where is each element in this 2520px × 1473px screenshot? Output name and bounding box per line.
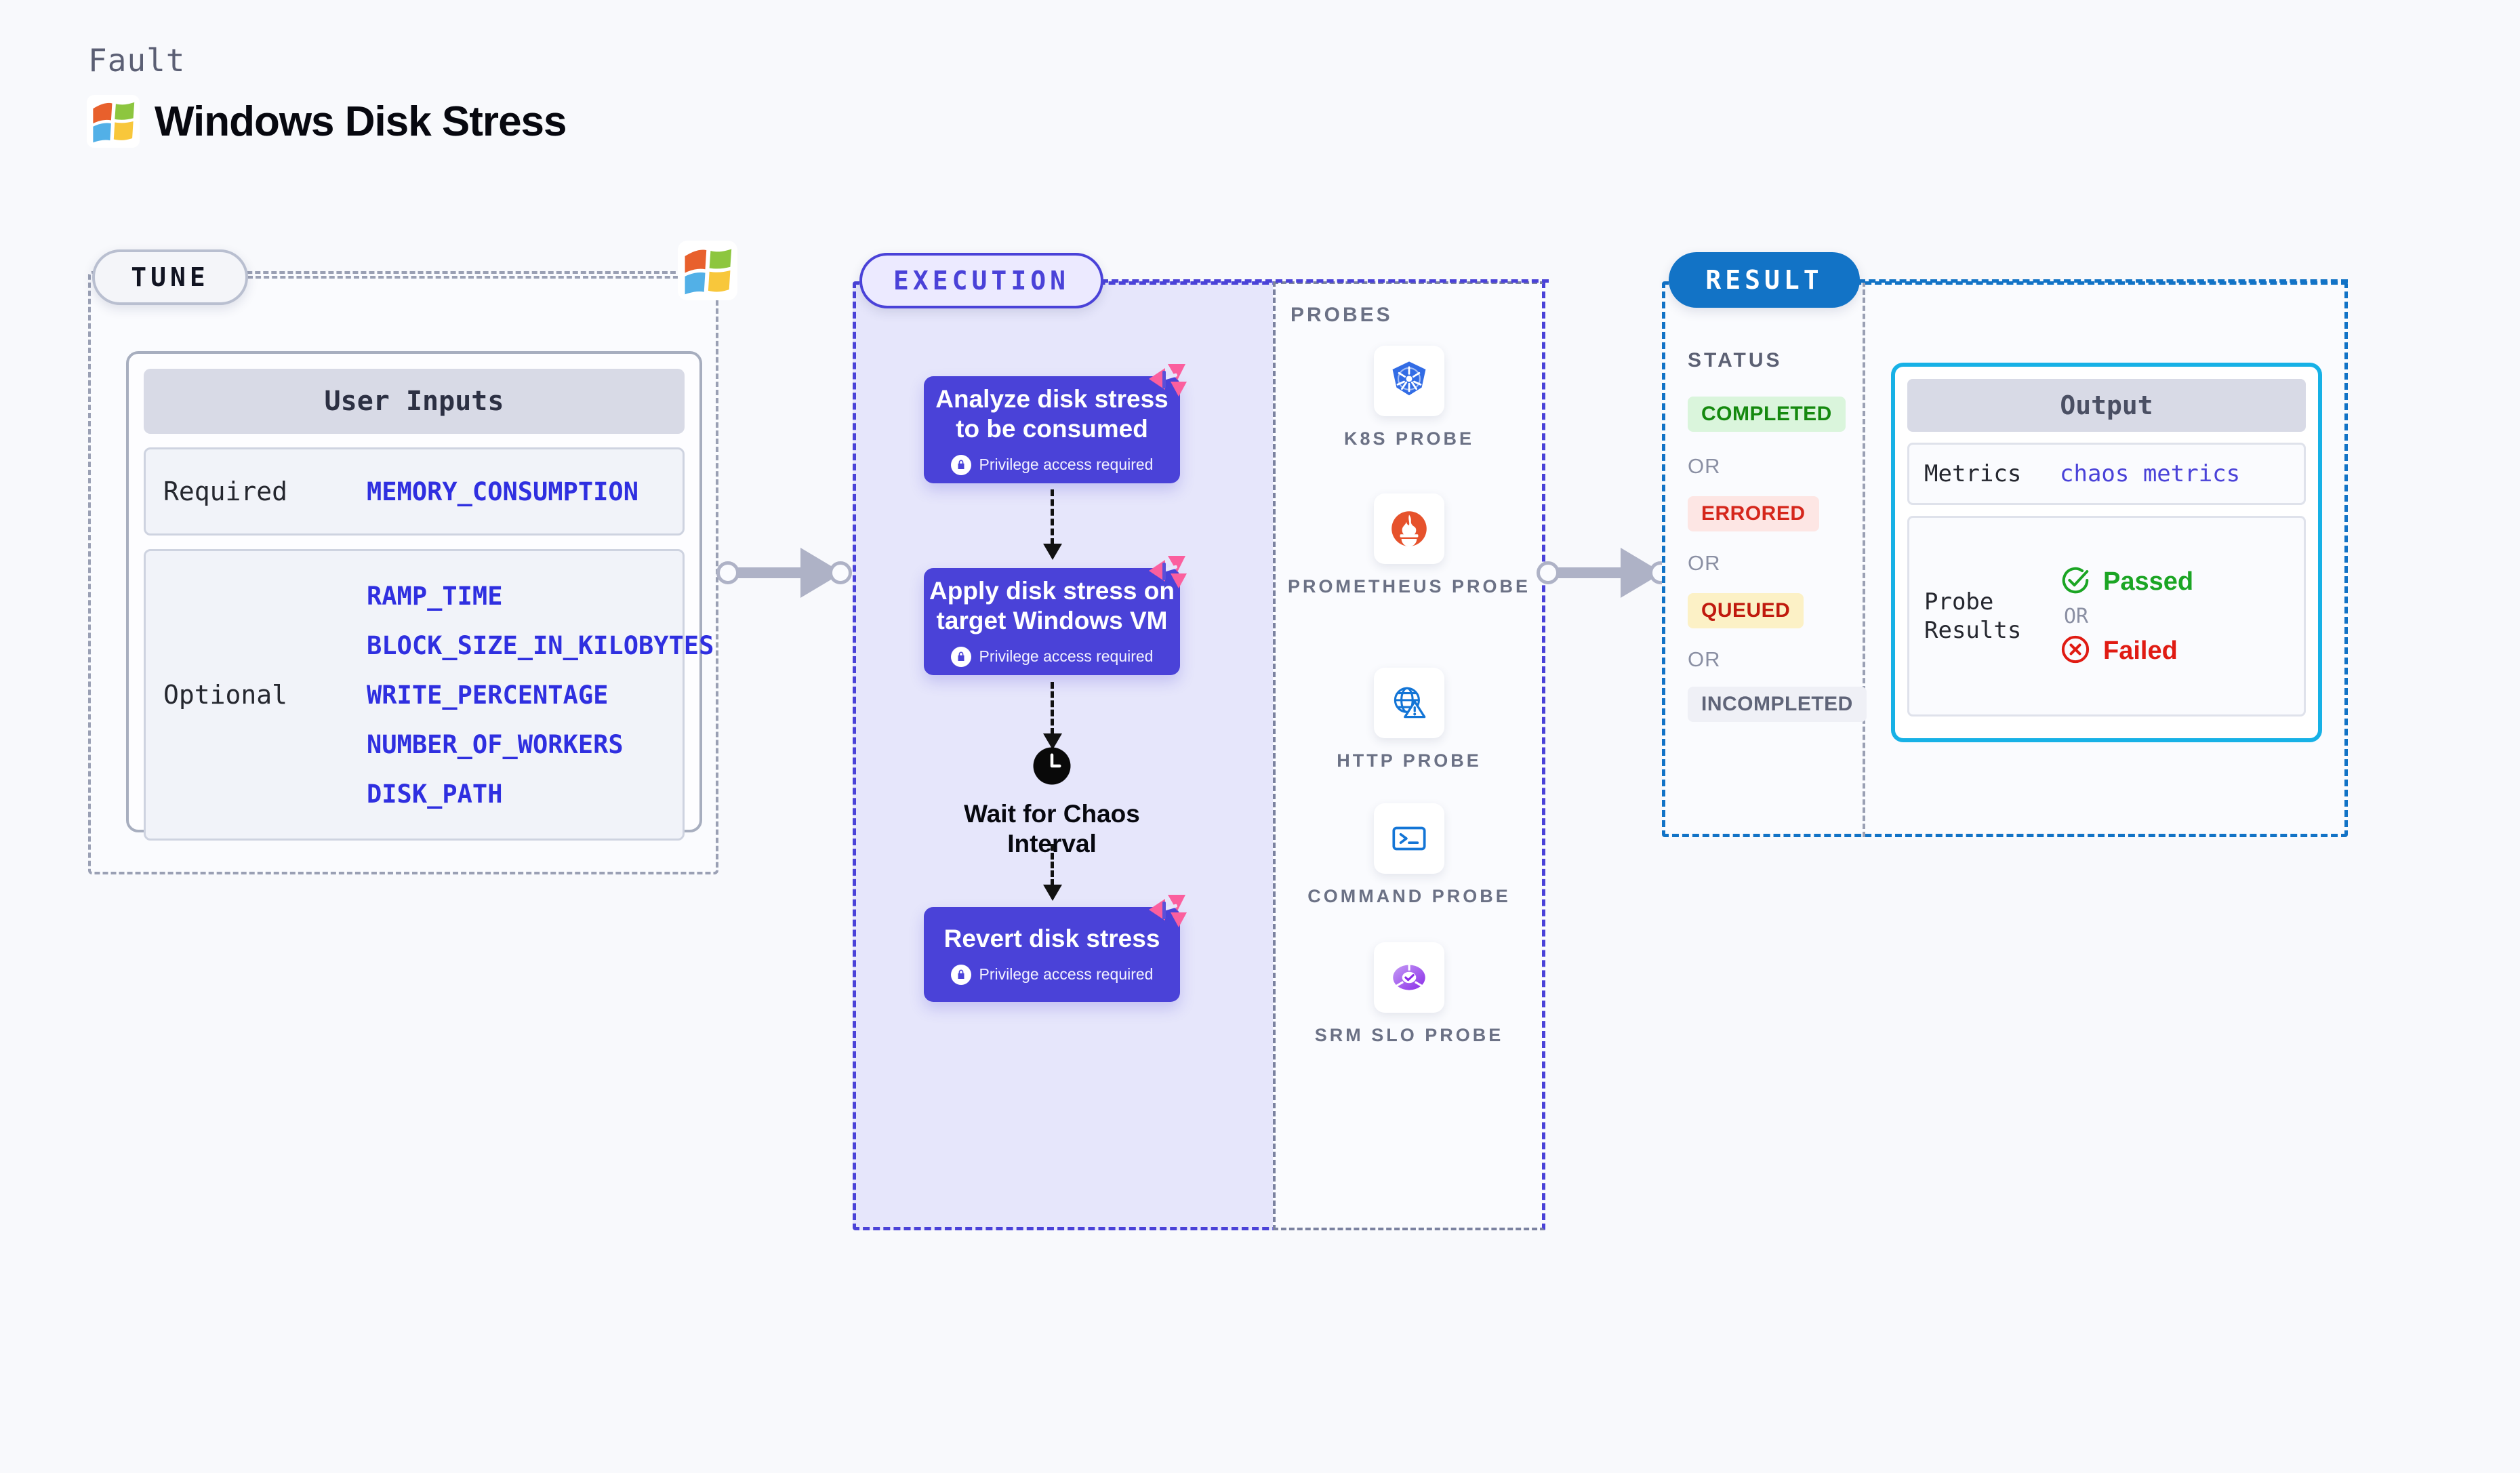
input-param: WRITE_PERCENTAGE [367, 680, 609, 710]
input-param: NUMBER_OF_WORKERS [367, 729, 624, 759]
litmus-chaos-icon [1149, 895, 1187, 927]
tune-connector-line [247, 276, 695, 279]
failed-label: Failed [2103, 636, 2178, 665]
input-param: DISK_PATH [367, 779, 503, 809]
probe-results-label: Probe Results [1924, 588, 2022, 645]
litmus-chaos-icon [1149, 556, 1187, 588]
step-title: Apply disk stress on target Windows VM [929, 577, 1175, 634]
globe-warning-icon [1374, 668, 1444, 738]
windows-logo-icon [87, 95, 140, 148]
output-metrics-row: Metrics chaos metrics [1907, 443, 2306, 505]
x-circle-icon [2060, 634, 2091, 668]
page-title: Windows Disk Stress [155, 98, 567, 145]
privilege-note: Privilege access required [950, 646, 1154, 667]
probe-result-or: OR [2064, 604, 2089, 628]
connector-execution-to-result [1537, 548, 1672, 605]
result-column-divider [1863, 281, 1865, 837]
prometheus-icon [1374, 493, 1444, 564]
user-inputs-title: User Inputs [144, 369, 685, 434]
lock-icon [950, 964, 971, 985]
required-inputs-row: Required MEMORY_CONSUMPTION [144, 447, 685, 536]
privilege-text: Privilege access required [979, 456, 1154, 474]
flow-arrow [1043, 844, 1062, 901]
required-label: Required [163, 477, 288, 506]
output-card: Output Metrics chaos metrics Probe Resul… [1891, 363, 2322, 742]
probe-label: K8S PROBE [1343, 428, 1475, 449]
execution-stage-badge: EXECUTION [859, 253, 1103, 308]
page-header: Windows Disk Stress [87, 95, 567, 148]
tune-stage-badge: TUNE [92, 249, 248, 305]
page-eyebrow: Fault [88, 42, 186, 79]
status-badge-incompleted: INCOMPLETED [1688, 687, 1867, 722]
probe-results-values: Passed OR Failed [2060, 565, 2193, 668]
probe-k8s[interactable]: K8S PROBE [1273, 346, 1545, 451]
step-title: Analyze disk stress to be consumed [935, 385, 1168, 443]
tune-windows-logo-icon [678, 241, 737, 304]
probes-section-frame [1273, 281, 1545, 1230]
execution-step-analyze[interactable]: Analyze disk stress to be consumed Privi… [924, 364, 1187, 483]
connector-tune-to-execution [716, 548, 852, 605]
step-title: Revert disk stress [943, 925, 1160, 953]
probes-label: PROBES [1291, 304, 1393, 326]
check-circle-icon [2060, 565, 2091, 599]
execution-step-revert[interactable]: Revert disk stress Privilege access requ… [924, 895, 1187, 1002]
privilege-note: Privilege access required [950, 964, 1154, 985]
probe-command[interactable]: COMMAND PROBE [1273, 803, 1545, 908]
optional-inputs-row: Optional RAMP_TIME BLOCK_SIZE_IN_KILOBYT… [144, 549, 714, 841]
probe-label: COMMAND PROBE [1307, 886, 1511, 906]
optional-values: RAMP_TIME BLOCK_SIZE_IN_KILOBYTES WRITE_… [367, 582, 714, 809]
user-inputs-card: User Inputs Required MEMORY_CONSUMPTION … [126, 351, 714, 841]
flow-arrow [1043, 682, 1062, 750]
clock-icon [1032, 746, 1072, 790]
kubernetes-icon [1374, 346, 1444, 416]
result-stage-badge: RESULT [1669, 252, 1860, 308]
probe-result-failed: Failed [2060, 634, 2193, 668]
output-title: Output [1907, 379, 2306, 432]
input-param: MEMORY_CONSUMPTION [367, 477, 638, 506]
probe-label: HTTP PROBE [1337, 750, 1482, 771]
metrics-value: chaos metrics [2060, 460, 2241, 487]
optional-label: Optional [163, 680, 288, 710]
lock-icon [950, 646, 971, 667]
flow-arrow [1043, 489, 1062, 560]
litmus-chaos-icon [1149, 364, 1187, 397]
input-param: BLOCK_SIZE_IN_KILOBYTES [367, 630, 714, 660]
privilege-note: Privilege access required [950, 454, 1154, 475]
status-or: OR [1688, 551, 1721, 575]
execution-connector-line [1101, 279, 1549, 283]
wait-for-chaos-interval: Wait for Chaos Interval [924, 746, 1180, 860]
input-param: RAMP_TIME [367, 581, 503, 611]
output-probe-results-row: Probe Results Passed OR [1907, 516, 2306, 717]
status-badge-queued: QUEUED [1688, 593, 1804, 628]
status-label: STATUS [1688, 349, 1783, 371]
status-or: OR [1688, 647, 1721, 671]
probe-label: PROMETHEUS PROBE [1287, 576, 1531, 597]
probe-http[interactable]: HTTP PROBE [1273, 668, 1545, 773]
terminal-icon [1374, 803, 1444, 874]
slo-donut-icon [1374, 942, 1444, 1013]
probe-prometheus[interactable]: PROMETHEUS PROBE [1273, 493, 1545, 599]
required-values: MEMORY_CONSUMPTION [367, 477, 638, 506]
metrics-label: Metrics [1924, 460, 2022, 487]
status-or: OR [1688, 454, 1721, 478]
execution-step-apply[interactable]: Apply disk stress on target Windows VM P… [924, 556, 1187, 675]
privilege-text: Privilege access required [979, 647, 1154, 666]
privilege-text: Privilege access required [979, 965, 1154, 984]
probe-label: SRM SLO PROBE [1314, 1025, 1504, 1045]
result-connector-line [1858, 279, 2348, 283]
passed-label: Passed [2103, 567, 2194, 596]
status-badge-errored: ERRORED [1688, 496, 1819, 531]
probe-srm-slo[interactable]: SRM SLO PROBE [1273, 942, 1545, 1047]
probe-result-passed: Passed [2060, 565, 2193, 599]
lock-icon [950, 454, 971, 475]
status-badge-completed: COMPLETED [1688, 397, 1846, 432]
